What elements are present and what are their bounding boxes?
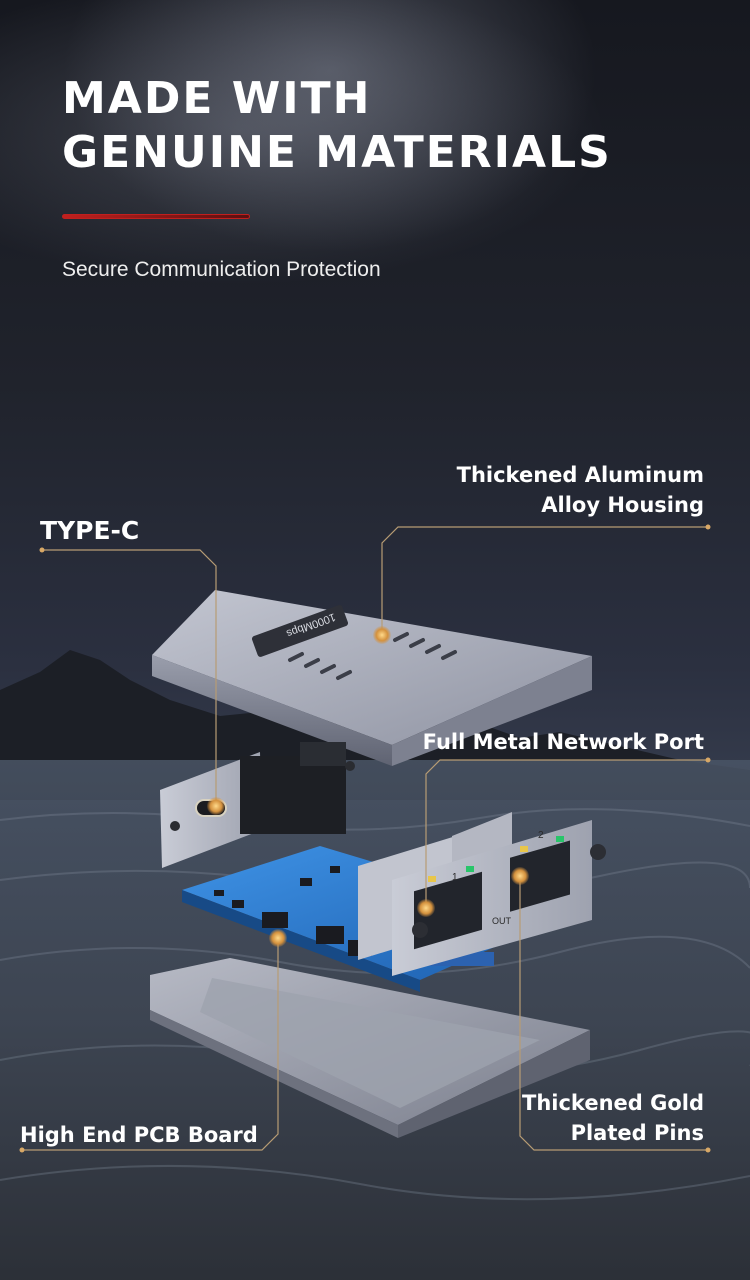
hotspot-typec: [207, 797, 225, 815]
typec-leader: [42, 549, 217, 806]
port-2-number: 2: [538, 830, 544, 841]
rj45-port-2: [510, 836, 570, 912]
callout-gold-line-1: Thickened Gold: [522, 1091, 704, 1115]
bottom-tray: [150, 958, 590, 1138]
gold-pins-leader: [519, 876, 708, 1151]
network-port-leader: [425, 759, 708, 908]
aluminum-leader: [381, 526, 708, 635]
callout-lines: [22, 526, 708, 1151]
subtitle: Secure Communication Protection: [62, 258, 381, 281]
hotspot-gold-pins: [511, 867, 529, 885]
hotspot-network-port: [417, 899, 435, 917]
callout-pcb-board: High End PCB Board: [20, 1123, 258, 1147]
callout-aluminum-line-1: Thickened Aluminum: [456, 463, 704, 487]
callout-gold-pins: Thickened Gold Plated Pins: [522, 1088, 704, 1148]
accent-divider: [62, 214, 250, 219]
aluminum-lid: 1000Mbps: [152, 590, 592, 766]
pcb-leader: [22, 938, 279, 1151]
callout-gold-line-2: Plated Pins: [570, 1121, 704, 1145]
rj45-port-1: [414, 866, 482, 950]
callout-aluminum-housing: Thickened Aluminum Alloy Housing: [457, 460, 704, 520]
background-light: [0, 0, 750, 460]
callout-network-port: Full Metal Network Port: [422, 730, 704, 754]
page-title: MADE WITH GENUINE MATERIALS: [62, 72, 722, 180]
callout-typec: TYPE-C: [40, 516, 140, 545]
port-1-number: 1: [452, 872, 458, 883]
callout-aluminum-line-2: Alloy Housing: [541, 493, 704, 517]
dual-rj45-module: 1 2 OUT: [358, 812, 606, 976]
port-out-label: OUT: [492, 916, 512, 926]
hotspot-pcb: [269, 929, 287, 947]
title-line-1: MADE WITH: [62, 73, 372, 124]
hotspot-aluminum: [373, 626, 391, 644]
title-line-2: GENUINE MATERIALS: [62, 127, 612, 178]
